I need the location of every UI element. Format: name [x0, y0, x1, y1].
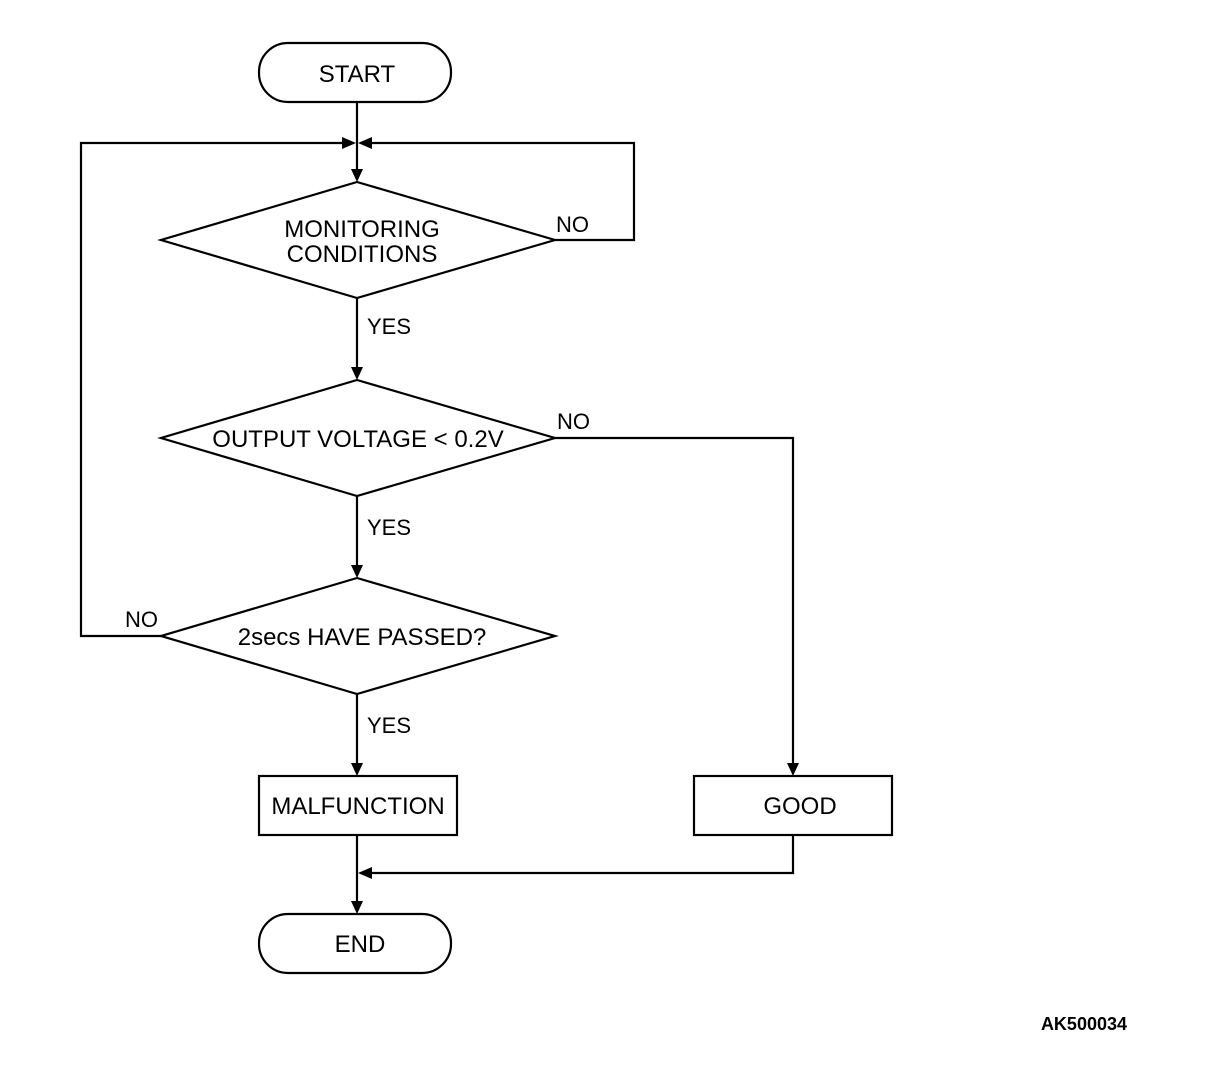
time-label: 2secs HAVE PASSED?	[238, 624, 487, 651]
monitoring-label-line2: CONDITIONS	[287, 241, 438, 268]
edge-voltage-no	[555, 436, 795, 765]
time-yes-label: YES	[367, 713, 411, 738]
good-label: GOOD	[763, 793, 836, 820]
malfunction-label: MALFUNCTION	[271, 793, 444, 820]
arrow-into-end	[351, 901, 363, 914]
edge-time-no-loop	[79, 141, 344, 638]
arrow-time-no-return	[342, 137, 356, 149]
arrow-good-merge	[358, 867, 372, 879]
edge-good-to-end	[370, 835, 795, 875]
good-box	[692, 774, 894, 837]
voltage-no-label: NO	[557, 409, 590, 434]
arrow-into-good	[787, 763, 799, 776]
output-voltage-decision	[157, 378, 559, 498]
time-passed-decision	[157, 576, 559, 696]
end-terminator	[257, 912, 453, 975]
voltage-yes-label: YES	[367, 515, 411, 540]
arrow-monitoring-no-return	[358, 137, 372, 149]
start-terminator	[257, 41, 453, 104]
arrow-into-monitoring	[351, 169, 363, 182]
start-label: START	[319, 61, 396, 88]
arrow-into-time	[351, 565, 363, 578]
monitoring-no-label: NO	[556, 212, 589, 237]
edge-monitoring-no-loop	[370, 141, 636, 242]
arrow-into-malfunction	[351, 763, 363, 776]
monitoring-label-line1: MONITORING	[284, 216, 440, 243]
arrow-into-voltage	[351, 367, 363, 380]
time-no-label: NO	[125, 607, 158, 632]
monitoring-conditions-decision	[157, 180, 559, 300]
malfunction-box	[257, 774, 459, 837]
end-label: END	[335, 931, 386, 958]
voltage-label: OUTPUT VOLTAGE < 0.2V	[212, 426, 503, 453]
figure-id: AK500034	[1041, 1014, 1127, 1034]
monitoring-yes-label: YES	[367, 314, 411, 339]
